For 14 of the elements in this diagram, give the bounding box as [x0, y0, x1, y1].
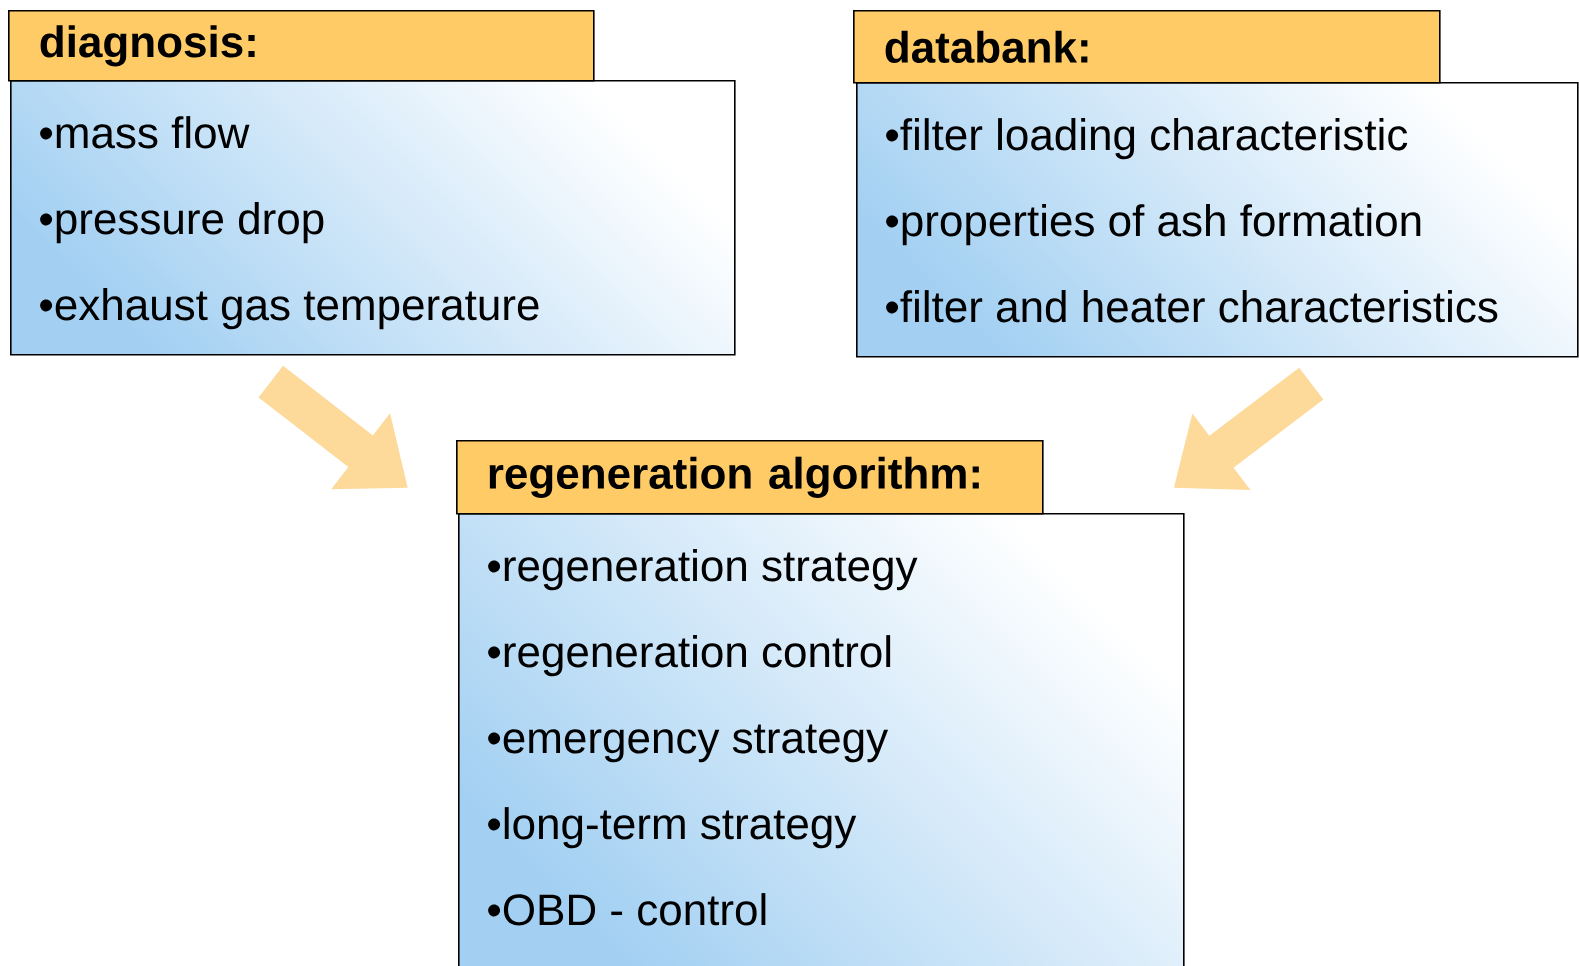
header-tab: regeneration algorithm: — [456, 440, 1044, 515]
bullet-item: •exhaust gas temperature — [40, 288, 539, 330]
header-tab: diagnosis: — [8, 10, 595, 82]
bullet-item: •emergency strategy — [488, 724, 889, 763]
bullet-item: •filter and heater characteristics — [886, 290, 1498, 323]
bullet-item: •mass flow — [40, 116, 250, 149]
bullet-item: •filter loading characteristic — [886, 118, 1408, 160]
header-tab: databank: — [853, 10, 1441, 84]
bullet-item: •OBD - control — [488, 893, 766, 926]
bullet-item: •regeneration strategy — [488, 549, 918, 591]
bullet-item: •regeneration control — [488, 635, 891, 677]
bullet-item: •long-term strategy — [488, 807, 857, 849]
bullet-item: •properties of ash formation — [886, 204, 1421, 246]
bullet-item: •pressure drop — [40, 202, 324, 244]
